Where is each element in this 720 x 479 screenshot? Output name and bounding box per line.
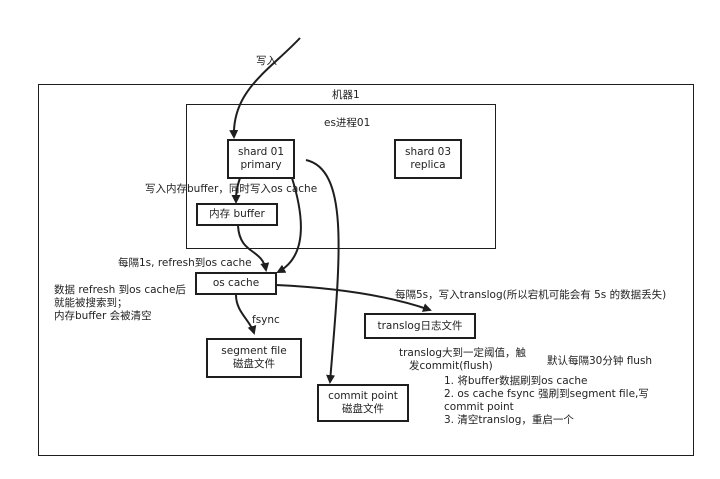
commit-step: 3. 清空translog，重启一个 [444, 414, 574, 426]
commit-step: 2. os cache fsync 强刷到segment file,写 [444, 388, 649, 400]
commit-steps: 1. 将buffer数据刷到os cache 2. os cache fsync… [444, 375, 649, 427]
commit-point-box: commit point 磁盘文件 [317, 384, 409, 422]
input-label: 写入 [256, 55, 277, 67]
refresh-note-line: 内存buffer 会被清空 [54, 310, 152, 322]
segment-file-name: segment file [221, 345, 287, 357]
translog-box: translog日志文件 [364, 313, 476, 339]
translog-threshold-line: translog大到一定阈值，触 [399, 347, 526, 359]
write-arrow [229, 37, 301, 139]
shard01-name: shard 01 [237, 146, 285, 158]
shard01-box: shard 01 primary [227, 139, 295, 179]
translog-note: 每隔5s，写入translog(所以宕机可能会有 5s 的数据丢失) [395, 289, 667, 301]
machine-label: 机器1 [332, 89, 360, 101]
oscache-to-translog-arrow [275, 284, 432, 312]
os-cache-box-label: os cache [212, 277, 260, 289]
commit-point-type: 磁盘文件 [342, 403, 384, 415]
refresh-note-line: 数据 refresh 到os cache后 [54, 284, 186, 296]
os-cache-box: os cache [195, 272, 277, 295]
shard03-role: replica [410, 159, 446, 171]
commit-step: commit point [444, 401, 514, 413]
segment-file-box: segment file 磁盘文件 [206, 338, 302, 378]
shard-to-oscache-arrow [276, 177, 302, 273]
commit-point-name: commit point [328, 390, 398, 402]
shard03-name: shard 03 [404, 146, 452, 158]
refresh-note-line: 就能被搜索到； [54, 297, 128, 309]
default-flush-note: 默认每隔30分钟 flush [547, 355, 653, 367]
shard-to-commit-arrow [305, 159, 340, 384]
process-label: es进程01 [324, 117, 371, 129]
write-buffer-note: 写入内存buffer，同时写入os cache [145, 183, 318, 195]
translog-threshold-note: translog大到一定阈值，触 发commit(flush) [399, 347, 526, 373]
shard01-role: primary [240, 159, 282, 171]
translog-threshold-line: 发commit(flush) [409, 360, 493, 372]
machine-frame [38, 84, 694, 456]
fsync-label: fsync [252, 314, 280, 326]
process-frame [186, 104, 496, 249]
buffer-box-label: 内存 buffer [209, 208, 265, 220]
oscache-to-segment-arrow [235, 294, 257, 335]
buffer-box: 内存 buffer [196, 203, 278, 226]
shard-to-buffer-arrow [231, 177, 241, 204]
buffer-to-oscache-arrow [237, 225, 270, 272]
segment-file-type: 磁盘文件 [233, 358, 275, 370]
shard03-box: shard 03 replica [394, 139, 462, 179]
refresh-note: 数据 refresh 到os cache后 就能被搜索到； 内存buffer 会… [54, 284, 186, 323]
translog-box-label: translog日志文件 [377, 319, 463, 332]
commit-step: 1. 将buffer数据刷到os cache [444, 375, 588, 387]
refresh-label: 每隔1s, refresh到os cache [118, 257, 252, 269]
